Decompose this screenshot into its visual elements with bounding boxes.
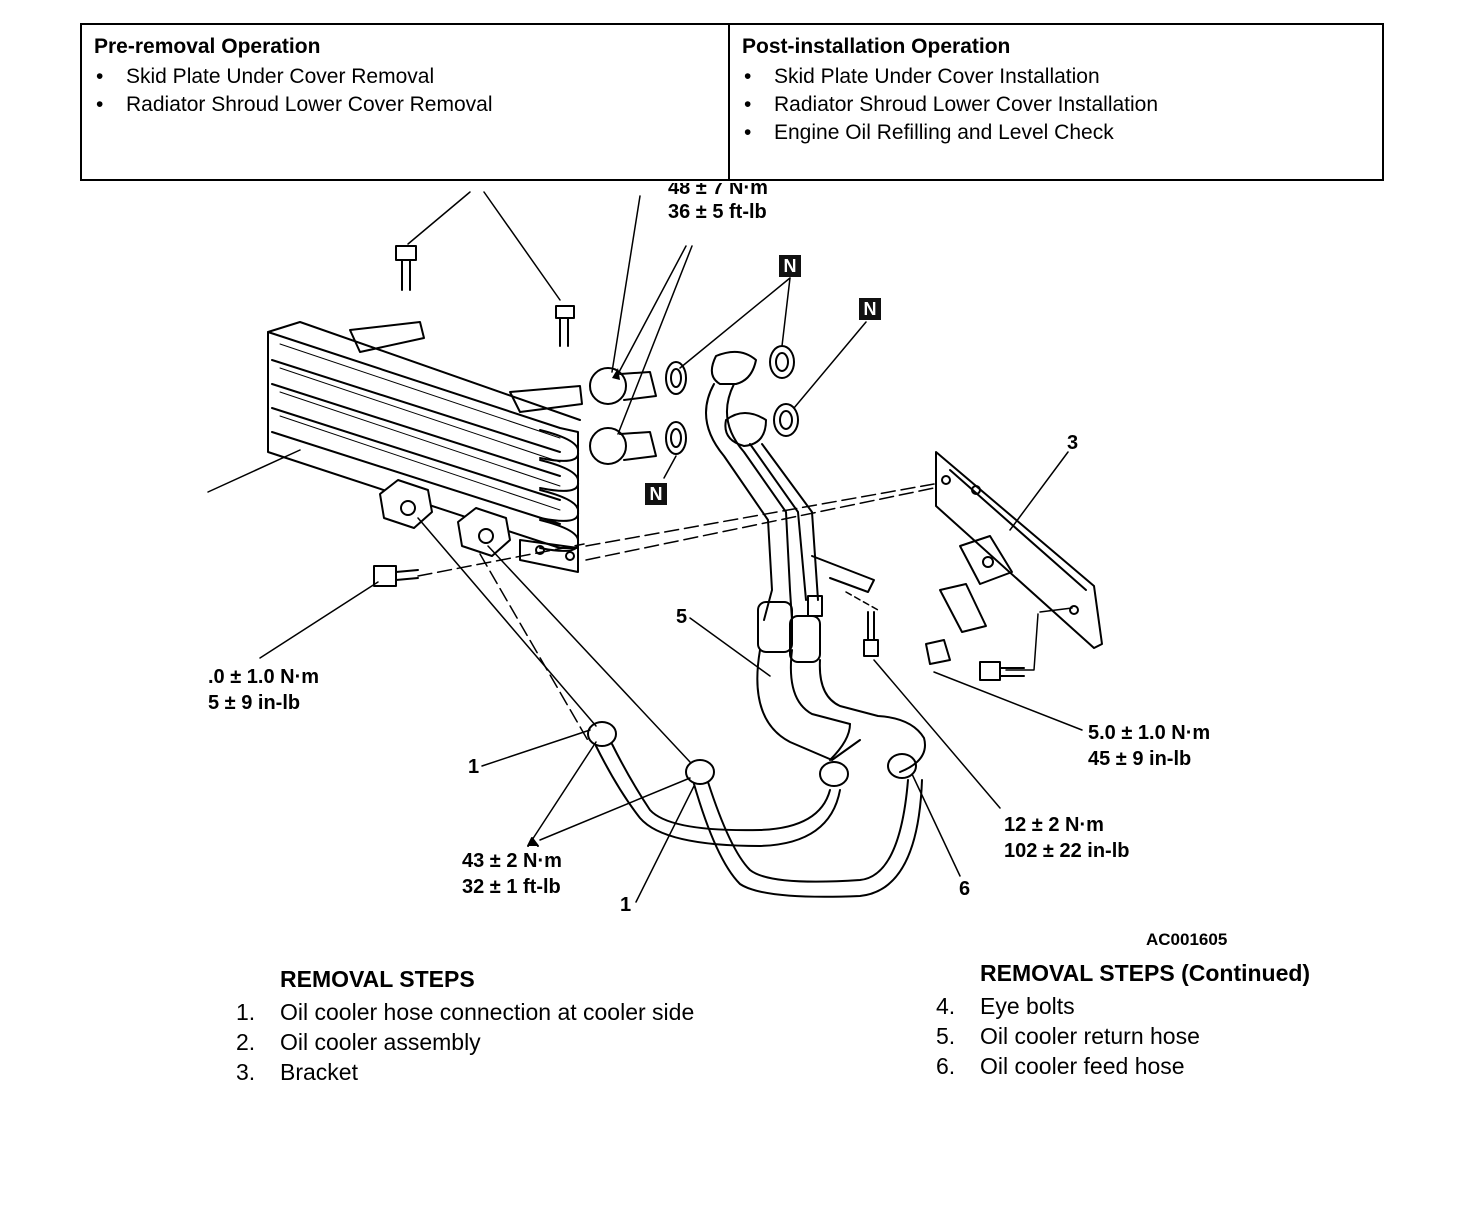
n-mark-badge: N — [859, 298, 881, 320]
step-number: 4. — [936, 993, 956, 1019]
step-number: 3. — [236, 1059, 256, 1085]
step-text: Oil cooler return hose — [980, 1023, 1200, 1049]
torque-imperial: 102 ± 22 in-lb — [1004, 840, 1130, 862]
pre-removal-column: Pre-removal Operation • Skid Plate Under … — [82, 25, 730, 179]
operations-table: Pre-removal Operation • Skid Plate Under … — [80, 23, 1384, 181]
torque-imperial: 5 ± 9 in-lb — [208, 692, 301, 714]
list-item: • Radiator Shroud Lower Cover Removal — [94, 91, 716, 119]
removal-steps-list: 1. Oil cooler hose connection at cooler s… — [236, 997, 706, 1087]
leader-lines — [207, 191, 1083, 903]
bullet-icon: • — [96, 65, 104, 88]
list-item: • Engine Oil Refilling and Level Check — [742, 119, 1370, 147]
figure-reference-code: AC001605 — [1146, 930, 1228, 949]
post-installation-column: Post-installation Operation • Skid Plate … — [730, 25, 1382, 179]
removal-steps: REMOVAL STEPS 1. Oil cooler hose connecti… — [236, 966, 706, 1087]
callout-5: 5 — [676, 606, 688, 628]
step-number: 6. — [936, 1053, 956, 1079]
post-installation-list: • Skid Plate Under Cover Installation • Ra… — [742, 63, 1370, 147]
list-item: 2. Oil cooler assembly — [236, 1027, 706, 1057]
bracket-bolts — [395, 245, 575, 347]
step-number: 2. — [236, 1029, 256, 1055]
torque-imperial: 32 ± 1 ft-lb — [462, 876, 561, 898]
bullet-icon: • — [744, 65, 752, 88]
oil-cooler-assembly — [267, 321, 583, 573]
torque-label-cooler-bolt: .0 ± 1.0 N·m 5 ± 9 in-lb — [208, 664, 319, 716]
step-number: 1. — [236, 999, 256, 1025]
bullet-icon: • — [744, 121, 752, 144]
torque-metric: 12 ± 2 N·m — [1004, 814, 1104, 836]
torque-metric: .0 ± 1.0 N·m — [208, 666, 320, 688]
list-item-text: Engine Oil Refilling and Level Check — [774, 121, 1114, 144]
oil-cooler-hoses — [587, 350, 926, 898]
torque-metric: 43 ± 2 N·m — [462, 850, 562, 872]
n-mark-badge: N — [779, 255, 801, 277]
bullet-icon: • — [744, 93, 752, 116]
pre-removal-list: • Skid Plate Under Cover Removal • Radiato… — [94, 63, 716, 119]
removal-steps-heading: REMOVAL STEPS — [280, 966, 475, 992]
list-item-text: Radiator Shroud Lower Cover Installation — [774, 93, 1159, 116]
torque-imperial: 36 ± 5 ft-lb — [668, 201, 767, 223]
step-text: Bracket — [280, 1059, 358, 1085]
removal-steps-continued-heading: REMOVAL STEPS (Continued) — [980, 960, 1311, 986]
step-text: Oil cooler assembly — [280, 1029, 481, 1055]
list-item: • Skid Plate Under Cover Removal — [94, 63, 716, 91]
list-item-text: Skid Plate Under Cover Installation — [774, 65, 1100, 88]
list-item: • Skid Plate Under Cover Installation — [742, 63, 1370, 91]
list-item: 6. Oil cooler feed hose — [936, 1051, 1376, 1081]
step-text: Oil cooler hose connection at cooler sid… — [280, 999, 695, 1025]
list-item: 3. Bracket — [236, 1057, 706, 1087]
callout-1: 1 — [620, 894, 632, 916]
removal-steps-continued-list: 4. Eye bolts 5. Oil cooler return hose 6. O… — [936, 991, 1376, 1081]
torque-label-hose-connection: 43 ± 2 N·m 32 ± 1 ft-lb — [462, 848, 562, 900]
oil-cooler-exploded-diagram — [207, 191, 1103, 903]
step-number: 5. — [936, 1023, 956, 1049]
torque-metric: 48 ± 7 N·m — [668, 183, 768, 199]
list-item: • Radiator Shroud Lower Cover Installatio… — [742, 91, 1370, 119]
list-item-text: Skid Plate Under Cover Removal — [126, 65, 435, 88]
callout-1: 1 — [468, 756, 480, 778]
post-installation-title: Post-installation Operation — [742, 35, 1011, 58]
bullet-icon: • — [96, 93, 104, 116]
list-item: 5. Oil cooler return hose — [936, 1021, 1376, 1051]
callout-3: 3 — [1067, 432, 1079, 454]
torque-label-bracket-bolt: 5.0 ± 1.0 N·m 45 ± 9 in-lb — [1088, 720, 1210, 772]
list-item-text: Radiator Shroud Lower Cover Removal — [126, 93, 493, 116]
n-mark-badge: N — [645, 483, 667, 505]
callout-6: 6 — [959, 878, 971, 900]
step-text: Eye bolts — [980, 993, 1075, 1019]
list-item: 4. Eye bolts — [936, 991, 1376, 1021]
torque-imperial: 45 ± 9 in-lb — [1088, 748, 1192, 770]
torque-label-clamp-bolt: 12 ± 2 N·m 102 ± 22 in-lb — [1004, 812, 1129, 864]
list-item: 1. Oil cooler hose connection at cooler s… — [236, 997, 706, 1027]
torque-metric: 5.0 ± 1.0 N·m — [1088, 722, 1211, 744]
pre-removal-title: Pre-removal Operation — [94, 35, 321, 58]
torque-label-eye-bolt: 48 ± 7 N·m 36 ± 5 ft-lb — [668, 183, 768, 225]
removal-steps-continued: REMOVAL STEPS (Continued) 4. Eye bolts 5.… — [936, 960, 1376, 1081]
step-text: Oil cooler feed hose — [980, 1053, 1185, 1079]
eye-bolts — [589, 345, 799, 465]
bracket — [373, 451, 1103, 681]
